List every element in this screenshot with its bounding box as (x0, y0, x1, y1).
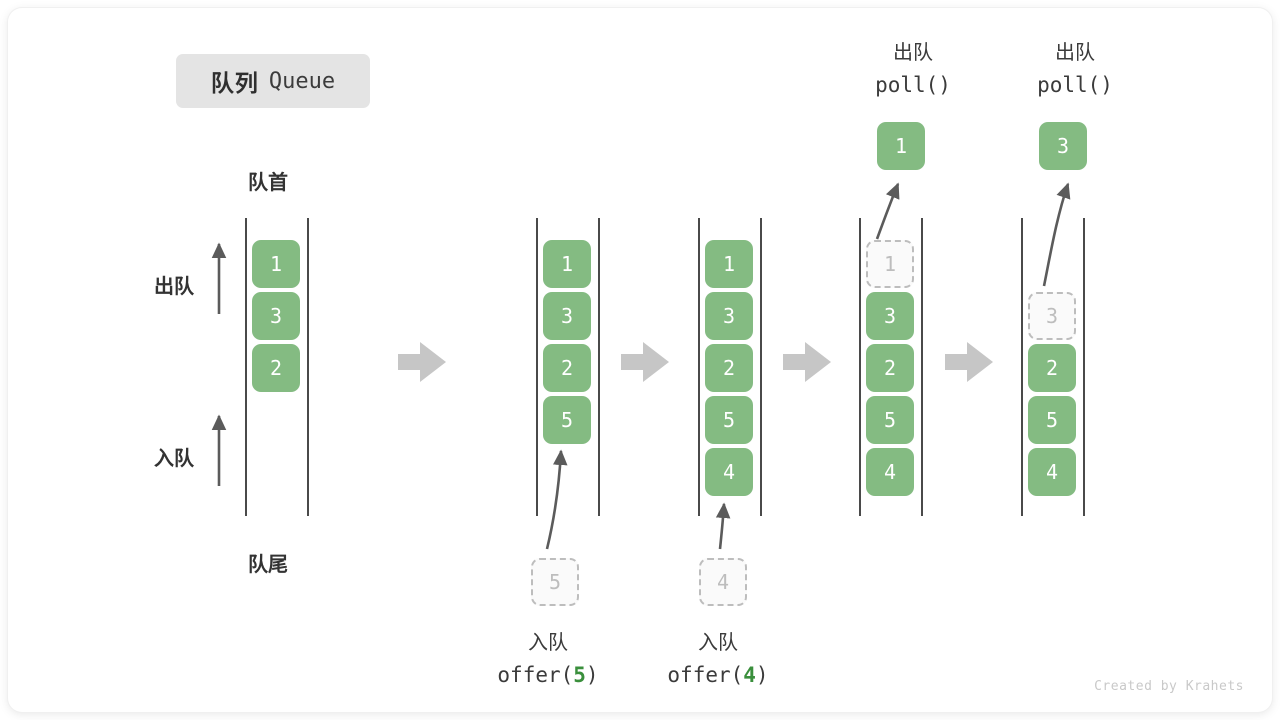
dequeue-direction-label: 出队 (154, 276, 194, 298)
rail-left-step-0 (245, 218, 247, 516)
step-arrow (398, 342, 446, 382)
enqueue-arrow-5 (545, 449, 568, 550)
queue-cell-new: 4 (705, 448, 753, 496)
queue-cell: 2 (866, 344, 914, 392)
rail-right-step-2 (760, 218, 762, 516)
queue-cell: 2 (252, 344, 300, 392)
caption-cn: 出队 (893, 42, 933, 64)
rail-left-step-2 (698, 218, 700, 516)
caption-cn: 入队 (698, 632, 738, 654)
outgoing-cell: 3 (1039, 122, 1087, 170)
caption-code: poll() (875, 73, 951, 97)
queue-cell: 3 (705, 292, 753, 340)
step-arrow (621, 342, 669, 382)
queue-cell: 5 (866, 396, 914, 444)
queue-cell-removed: 3 (1028, 292, 1076, 340)
step-arrow (783, 342, 831, 382)
title-cn: 队列 (210, 70, 259, 96)
title-en: Queue (268, 68, 336, 94)
outgoing-cell: 1 (877, 122, 925, 170)
queue-cell: 5 (1028, 396, 1076, 444)
dequeue-arrow-1 (875, 182, 900, 240)
enqueue-direction-label: 入队 (154, 448, 194, 470)
caption-code: poll() (1037, 73, 1113, 97)
caption-offer-5: 入队 offer(5) (458, 628, 638, 692)
caption-offer-4: 入队 offer(4) (628, 628, 808, 692)
queue-cell: 1 (543, 240, 591, 288)
caption-poll-1: 出队 poll() (823, 38, 1003, 102)
queue-tail-label: 队尾 (248, 554, 288, 576)
credit-footer: Created by Krahets (1094, 679, 1244, 694)
title-badge: 队列 Queue (176, 54, 370, 108)
caption-poll-3: 出队 poll() (985, 38, 1165, 102)
queue-cell: 5 (705, 396, 753, 444)
queue-head-label: 队首 (248, 172, 288, 194)
incoming-ghost-cell: 5 (531, 558, 579, 606)
rail-right-step-3 (921, 218, 923, 516)
caption-code: offer(5) (497, 663, 599, 687)
queue-cell: 2 (705, 344, 753, 392)
caption-code: offer(4) (667, 663, 769, 687)
queue-cell-removed: 1 (866, 240, 914, 288)
diagram-canvas: 队列 Queue 队首 队尾 出队 入队 1 3 2 1 3 2 5 5 入队 … (8, 8, 1272, 712)
queue-cell: 4 (1028, 448, 1076, 496)
rail-right-step-1 (598, 218, 600, 516)
queue-cell: 4 (866, 448, 914, 496)
caption-cn: 出队 (1055, 42, 1095, 64)
queue-cell: 3 (252, 292, 300, 340)
queue-cell: 2 (1028, 344, 1076, 392)
dequeue-arrow-3 (1042, 182, 1071, 287)
rail-right-step-4 (1083, 218, 1085, 516)
rail-left-step-1 (536, 218, 538, 516)
rail-right-step-0 (307, 218, 309, 516)
queue-cell: 1 (252, 240, 300, 288)
enqueue-arrow-4 (715, 502, 731, 550)
rail-left-step-3 (859, 218, 861, 516)
rail-left-step-4 (1021, 218, 1023, 516)
queue-cell: 2 (543, 344, 591, 392)
caption-cn: 入队 (528, 632, 568, 654)
queue-cell-new: 5 (543, 396, 591, 444)
queue-cell: 3 (543, 292, 591, 340)
incoming-ghost-cell: 4 (699, 558, 747, 606)
step-arrow (945, 342, 993, 382)
queue-cell: 3 (866, 292, 914, 340)
queue-cell: 1 (705, 240, 753, 288)
